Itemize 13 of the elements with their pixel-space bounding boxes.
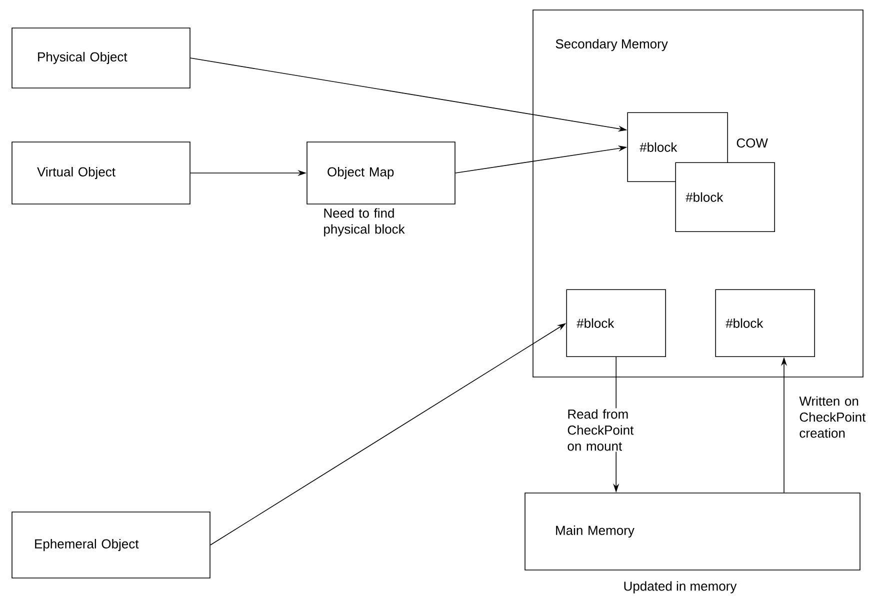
note-text: Updated in memory (624, 581, 737, 594)
object-box: Object Map (306, 142, 456, 204)
note-text: COW (736, 138, 768, 148)
note-text: Need to find physical block (324, 208, 405, 236)
object-box: Ephemeral Object (12, 512, 210, 578)
object-box: Virtual Object (12, 142, 190, 204)
edge-label: Read from CheckPoint on mount (566, 408, 648, 452)
block-box: #block (715, 289, 815, 357)
block-box: #block (675, 162, 775, 232)
memory-box: Main Memory (524, 492, 860, 570)
block-box: #block (566, 289, 666, 357)
object-box: Physical Object (12, 28, 190, 88)
edge-label: Written on CheckPoint creation (798, 395, 880, 439)
